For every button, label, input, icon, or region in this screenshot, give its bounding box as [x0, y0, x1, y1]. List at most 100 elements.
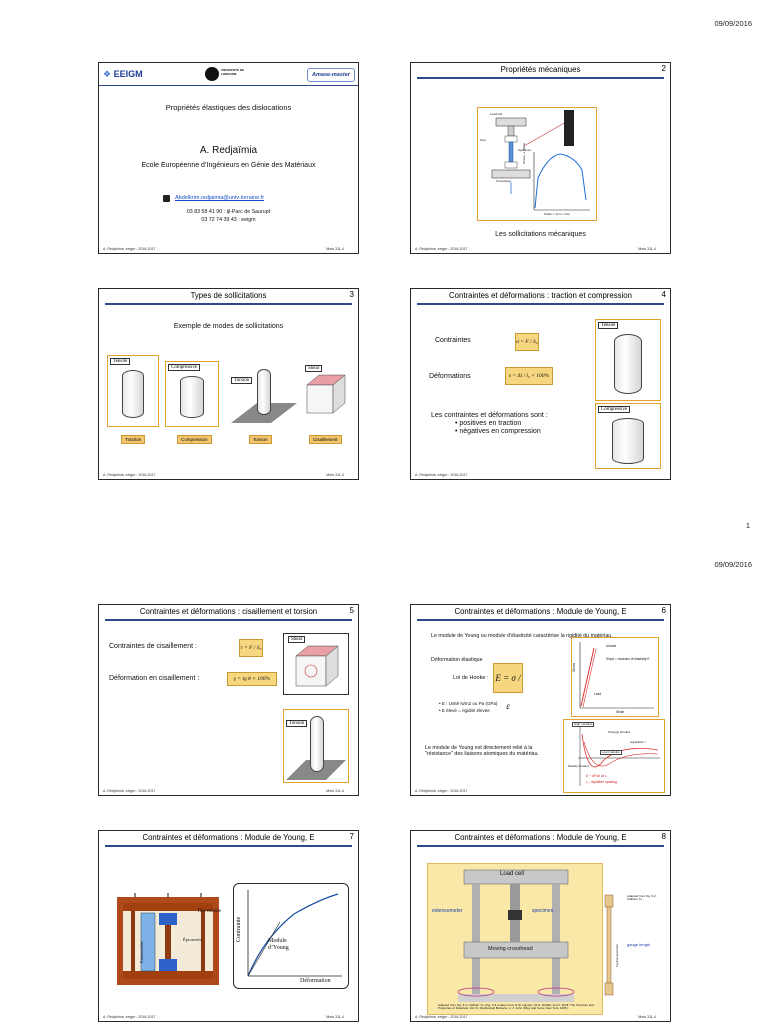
torsion-figure: Torsion — [283, 709, 349, 783]
box-label: Torsion — [286, 720, 308, 727]
page-date: 09/09/2016 — [714, 19, 752, 28]
cylinder — [122, 370, 144, 418]
amase-logo: Amase-master — [307, 68, 355, 82]
torsion-box: Torsion — [227, 365, 299, 425]
bond-energy-graph: High modulus Low modulus Strongly bonded… — [563, 719, 665, 793]
phone-1: 03 83 58 41 90 : ijl-Parc de Saurupt — [186, 209, 271, 215]
slide-title: Propriétés mécaniques — [500, 65, 581, 74]
bullet-compression: • négatives en compression — [455, 428, 541, 435]
tag-cisaillement: Cisaillement — [309, 435, 342, 444]
stress-strain-graph: Unload Slope = modulus of elasticity E L… — [571, 637, 659, 717]
label-crosshead: Crosshead — [496, 179, 511, 183]
stress-strain-figure: Contrainte Module d’Young Déformation — [233, 883, 349, 989]
box-label: Compressive — [168, 364, 201, 371]
formula-shear-strain: γ = tg θ × 100% — [227, 672, 277, 686]
label-module-young: Module d’Young — [268, 938, 289, 951]
tensile-figure: Tensile — [595, 319, 661, 401]
label-specimen: specimen — [532, 908, 554, 914]
label-deformations: Déformations — [429, 373, 471, 380]
label-slope: Slope = modulus of elasticity E — [606, 657, 650, 661]
slide-footer: A. Redjaïmia, eeigm : 2016-2017 — [103, 247, 156, 251]
slide-title: Contraintes et déformations : Module de … — [454, 833, 627, 842]
slide-footer: A. Redjaïmia, eeigm : 2016-2017 — [415, 1015, 468, 1019]
tag-torsion: Torsion — [249, 435, 272, 444]
slide-footer: A. Redjaïmia, eeigm : 2016-2017 — [415, 473, 468, 477]
slide-5: Contraintes et déformations : cisailleme… — [98, 604, 359, 796]
box-label: Torsion — [231, 377, 253, 384]
bullet-unit: • E : Unité N/m2 ou Pa (GPa) — [439, 701, 498, 706]
slide-number: 8 — [661, 832, 666, 841]
label-xlab: Strain, ε (mm / mm) — [544, 212, 571, 216]
slide-number: 6 — [661, 606, 666, 615]
slide-footer: A. Redjaïmia, eeigm : 2016-2017 — [415, 247, 468, 251]
formula-stress: σ = F / S₀ — [515, 333, 539, 351]
slide-school: Ecole Européenne d’Ingénieurs en Génie d… — [141, 162, 316, 169]
eeigm-logo: ❖ EEIGM — [103, 69, 143, 79]
slide-heading: Exemple de modes de sollicitations — [173, 323, 284, 330]
shear-figure: Shear — [283, 633, 349, 695]
label-grip: Grip — [480, 138, 486, 142]
compressive-figure: Compressive — [595, 403, 661, 469]
label-gauge-length: gauge length — [627, 942, 651, 947]
slide-title: Contraintes et déformations : Module de … — [454, 607, 627, 616]
slide-7: Contraintes et déformations : Module de … — [98, 830, 359, 1022]
slide-3: Types de sollicitations 3 Exemple de mod… — [98, 288, 359, 480]
title-rule — [417, 77, 664, 79]
label-typical-specimen: Typical specimen — [615, 943, 619, 967]
slide-2: Propriétés mécaniques 2 Load cell Grip S… — [410, 62, 671, 254]
label-weakly-bonded: Weakly bonded — [568, 764, 589, 768]
title-rule — [105, 303, 352, 305]
label-hooke: Loi de Hooke : — [453, 675, 489, 681]
box-label: Shear — [288, 636, 306, 643]
slide-8: Contraintes et déformations : Module de … — [410, 830, 671, 1022]
label-stress: Stress — [572, 662, 576, 672]
title-rule — [417, 619, 664, 621]
slide-title: Contraintes et déformations : Module de … — [142, 833, 315, 842]
tensile-test-figure: Load cell Grip Specimen Crosshead Stress… — [477, 107, 597, 221]
email-link[interactable]: Abdelkrim.redjaimia@univ-lorraine.fr — [175, 195, 265, 201]
test-machine-figure: Load cell extensometer specimen Moving c… — [427, 863, 603, 1015]
box-label: Tensile — [598, 322, 619, 329]
cylinder — [180, 376, 204, 418]
shear-box: Shear — [299, 365, 351, 425]
slide-6: Contraintes et déformations : Module de … — [410, 604, 671, 796]
tag-traction: Traction — [121, 435, 146, 444]
adapted-caption: Adapted from Fig. 6.3, Callister 7e. (Fi… — [438, 1003, 595, 1011]
title-rule — [99, 85, 358, 86]
email-icon — [163, 195, 170, 202]
title-rule — [417, 845, 664, 847]
slide-ref: Mots 311-4 — [326, 247, 344, 251]
title-rule — [417, 303, 664, 305]
label-high-modulus: High modulus — [572, 722, 595, 728]
tag-compression: Compression — [177, 435, 212, 444]
slide-author: A. Redjaïmia — [199, 145, 258, 156]
specimen-figure: Adapted from Fig. 6.2, Callister 7e. gau… — [603, 893, 665, 1003]
slide-number: 5 — [349, 606, 354, 615]
label-moving-crosshead: Moving crosshead — [488, 946, 533, 952]
page-date: 09/09/2016 — [714, 560, 752, 569]
axis-label-y: Contrainte — [236, 916, 242, 942]
label-strongly-bonded: Strongly bonded — [608, 730, 630, 734]
box-label: Shear — [305, 365, 323, 372]
cylinder — [310, 716, 324, 772]
slide-subtitle: Propriétés élastiques des dislocations — [165, 103, 292, 112]
label-extensometre: Extensomètre — [139, 941, 144, 963]
bullet-rigidity: • E élevé = rigidité élevée — [439, 708, 490, 713]
slide-ref: Mots 311-4 — [326, 789, 344, 793]
title-rule — [105, 845, 352, 847]
bullet-traction: • positives en traction — [455, 420, 522, 427]
slide-ref: Mots 311-4 — [326, 1015, 344, 1019]
cylinder — [614, 334, 642, 394]
label-strain: Strain — [616, 710, 625, 714]
label-shear-stress: Contraintes de cisaillement : — [109, 643, 197, 650]
page-number: 1 — [745, 521, 750, 530]
phone-2: 03 72 74 39 43 : eeigm — [201, 217, 256, 223]
label-tete-mobile: Tête mobile — [197, 909, 222, 914]
formula-shear-stress: τ = F / S₀ — [239, 639, 263, 657]
label-load: Load — [594, 692, 602, 696]
slide-number: 3 — [349, 290, 354, 299]
slide-title: Types de sollicitations — [190, 291, 267, 300]
slide-footer: A. Redjaïmia, eeigm : 2016-2017 — [415, 789, 468, 793]
paragraph-young: Le module de Young ou module d’élasticit… — [431, 633, 613, 639]
label-signs: Les contraintes et déformations sont : — [431, 412, 548, 419]
